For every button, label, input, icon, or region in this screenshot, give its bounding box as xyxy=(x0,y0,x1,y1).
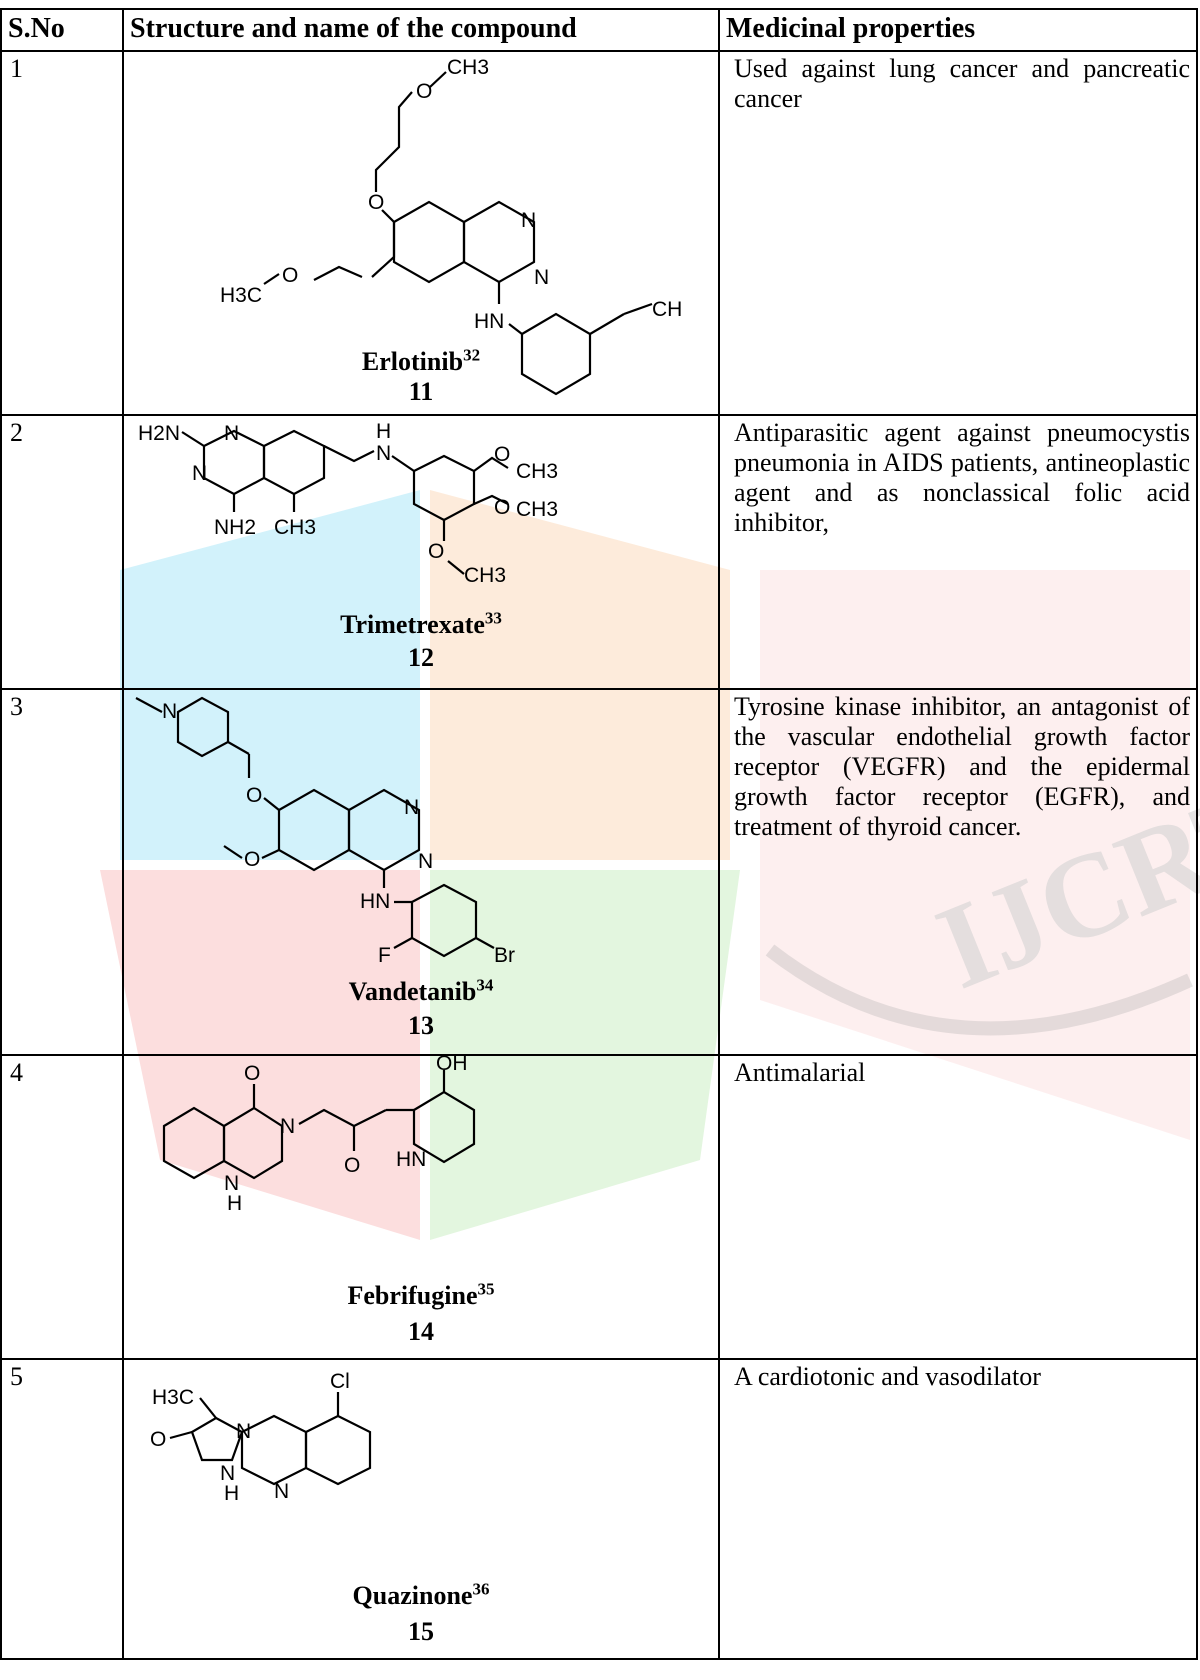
row-sno: 1 xyxy=(0,50,124,416)
medicinal-properties: Tyrosine kinase inhibitor, an antagonist… xyxy=(718,688,1198,1056)
compound-name: Quazinone36 xyxy=(352,1579,490,1610)
compound-name: Trimetrexate33 xyxy=(340,608,502,639)
svg-text:N: N xyxy=(274,1480,289,1503)
svg-text:Br: Br xyxy=(494,944,515,967)
row-sno: 4 xyxy=(0,1054,124,1360)
svg-text:HN: HN xyxy=(396,1148,426,1171)
svg-text:O: O xyxy=(368,191,384,214)
svg-text:O: O xyxy=(428,540,444,563)
svg-text:CH3: CH3 xyxy=(464,564,506,587)
svg-text:N: N xyxy=(521,209,536,232)
quazinone-structure: H3C O N N H N Cl xyxy=(150,1370,372,1505)
compound-table: S.No Structure and name of the compound … xyxy=(0,8,1198,1660)
svg-text:O: O xyxy=(282,264,298,287)
svg-text:N: N xyxy=(220,1462,235,1485)
compound-name: Febrifugine35 xyxy=(347,1279,495,1310)
row-sno: 3 xyxy=(0,688,124,1056)
svg-text:H3C: H3C xyxy=(152,1386,194,1409)
svg-text:H: H xyxy=(376,420,391,443)
svg-text:CH3: CH3 xyxy=(516,498,558,521)
structure-cell: O N N H O OH HN Febrifugine35 14 xyxy=(122,1054,720,1360)
table-row: 4 O N N H O OH HN Febrifugine35 14 xyxy=(0,1054,1198,1360)
compound-number: 14 xyxy=(408,1317,434,1346)
svg-text:H2N: H2N xyxy=(138,422,180,445)
svg-text:OH: OH xyxy=(436,1056,468,1075)
header-properties: Medicinal properties xyxy=(718,8,1198,52)
svg-text:N: N xyxy=(280,1115,295,1138)
svg-text:N: N xyxy=(162,700,177,723)
structure-cell: N O N N O HN F Br xyxy=(122,688,720,1056)
svg-text:N: N xyxy=(404,796,419,819)
svg-text:CH3: CH3 xyxy=(274,516,316,539)
header-row: S.No Structure and name of the compound … xyxy=(0,8,1198,52)
svg-text:N: N xyxy=(418,850,433,873)
svg-text:H: H xyxy=(224,1482,239,1505)
svg-text:NH2: NH2 xyxy=(214,516,256,539)
svg-text:N: N xyxy=(534,266,549,289)
svg-text:O: O xyxy=(244,1062,260,1085)
svg-text:O: O xyxy=(244,848,260,871)
row-sno: 5 xyxy=(0,1358,124,1660)
structure-cell: H2N N N NH2 CH3 H N O CH3 O CH xyxy=(122,414,720,690)
svg-text:N: N xyxy=(224,1172,239,1195)
trimetrexate-structure: H2N N N NH2 CH3 H N O CH3 O CH xyxy=(138,420,558,587)
svg-text:HN: HN xyxy=(360,890,390,913)
medicinal-properties: Antimalarial xyxy=(718,1054,1198,1360)
svg-text:CH: CH xyxy=(652,298,682,321)
svg-text:O: O xyxy=(246,784,262,807)
svg-text:O: O xyxy=(494,443,510,466)
table-row: 2 H2N N N NH2 CH3 H N O CH3 xyxy=(0,414,1198,690)
compound-number: 11 xyxy=(408,377,434,406)
svg-text:F: F xyxy=(378,944,391,967)
table-row: 3 N O N N O HN xyxy=(0,688,1198,1056)
svg-text:H: H xyxy=(227,1192,242,1215)
structure-cell: H3C O N N H N Cl Quazinone36 15 xyxy=(122,1358,720,1660)
compound-name: Vandetanib34 xyxy=(348,975,494,1006)
header-structure: Structure and name of the compound xyxy=(122,8,720,52)
svg-text:N: N xyxy=(376,442,391,465)
svg-text:O: O xyxy=(494,496,510,519)
compound-number: 13 xyxy=(408,1011,434,1040)
medicinal-properties: Antiparasitic agent against pneumocystis… xyxy=(718,414,1198,690)
svg-text:CH3: CH3 xyxy=(447,56,489,79)
svg-text:N: N xyxy=(192,462,207,485)
svg-text:CH3: CH3 xyxy=(516,460,558,483)
table-row: 1 O CH3 O N N O H3C HN xyxy=(0,50,1198,416)
febrifugine-structure: O N N H O OH HN xyxy=(162,1056,476,1215)
erlotinib-structure: O CH3 O N N O H3C HN CH xyxy=(220,56,682,396)
compound-name: Erlotinib32 xyxy=(361,345,481,376)
header-sno: S.No xyxy=(0,8,124,52)
vandetanib-structure: N O N N O HN F Br xyxy=(135,696,515,967)
svg-text:Cl: Cl xyxy=(330,1370,350,1393)
svg-text:N: N xyxy=(224,422,239,445)
svg-text:H3C: H3C xyxy=(220,284,262,307)
row-sno: 2 xyxy=(0,414,124,690)
svg-text:O: O xyxy=(416,80,432,103)
table-row: 5 H3C O N N H N Cl Quazinone36 15 A card… xyxy=(0,1358,1198,1660)
medicinal-properties: A cardiotonic and vasodilator xyxy=(718,1358,1198,1660)
compound-number: 15 xyxy=(408,1617,434,1646)
compound-number: 12 xyxy=(408,643,434,672)
svg-text:O: O xyxy=(344,1154,360,1177)
medicinal-properties: Used against lung cancer and pancreatic … xyxy=(718,50,1198,416)
svg-text:HN: HN xyxy=(474,310,504,333)
structure-cell: O CH3 O N N O H3C HN CH Erlotinib xyxy=(122,50,720,416)
svg-text:O: O xyxy=(150,1428,166,1451)
